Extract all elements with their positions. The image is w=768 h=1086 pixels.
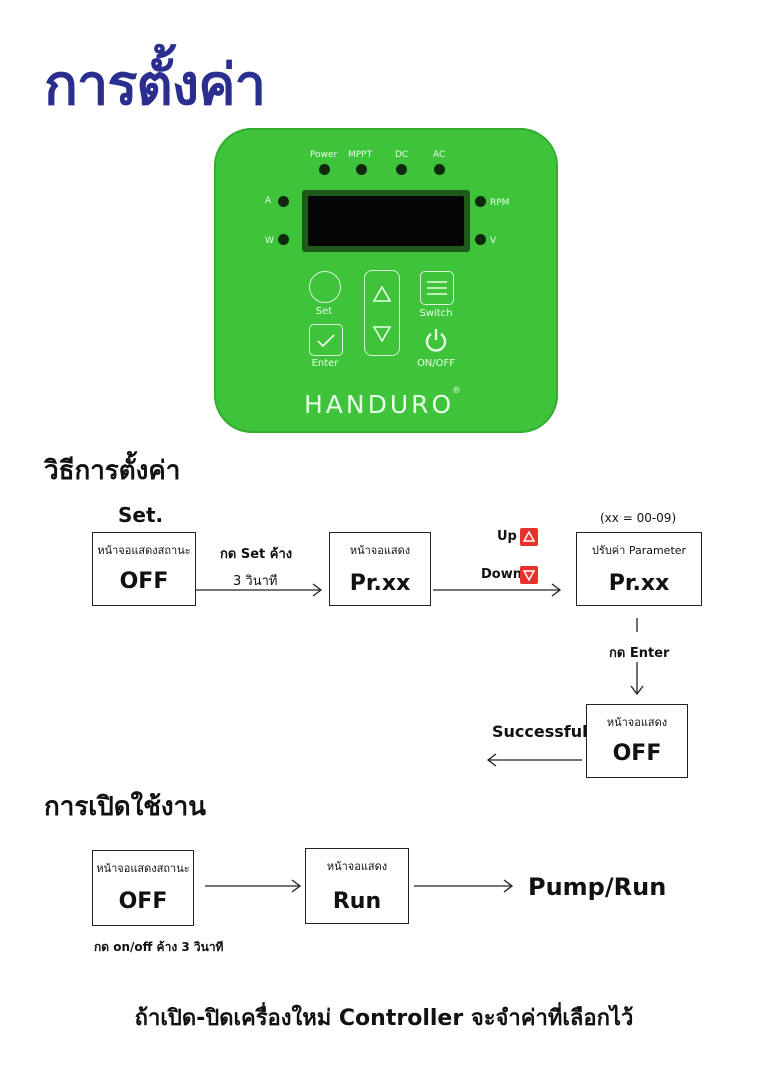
- box-caption: หน้าจอแสดง: [606, 716, 668, 729]
- led-label-mppt: MPPT: [348, 150, 373, 160]
- arrow-label-press-set: กด Set ค้าง: [220, 547, 293, 562]
- a-led-icon: [278, 196, 289, 207]
- box-caption: หน้าจอแสดงสถานะ: [96, 862, 190, 875]
- led-label-rpm: RPM: [490, 198, 510, 208]
- box-value: Pr.xx: [349, 571, 411, 596]
- box-caption: หน้าจอแสดงสถานะ: [97, 544, 191, 557]
- footer-note: ถ้าเปิด-ปิดเครื่องใหม่ Controller จะจำค่…: [134, 1006, 634, 1031]
- set-knob-icon[interactable]: [309, 271, 341, 303]
- status-box-off-2: หน้าจอแสดงสถานะ OFF: [92, 850, 194, 926]
- section-title-setup: วิธีการตั้งค่า: [44, 456, 181, 486]
- press-onoff-note: กด on/off ค้าง 3 วินาที: [94, 940, 224, 954]
- pump-run-label: Pump/Run: [528, 873, 667, 901]
- down-button-icon: [520, 566, 538, 584]
- enter-label: Enter: [311, 358, 339, 369]
- box-value: OFF: [612, 741, 662, 766]
- check-icon[interactable]: [309, 324, 343, 356]
- box-caption: หน้าจอแสดง: [326, 860, 388, 873]
- display-box-prxx: หน้าจอแสดง Pr.xx: [329, 532, 431, 606]
- box-caption: ปรับค่า Parameter: [591, 544, 687, 557]
- section-title-operation: การเปิดใช้งาน: [44, 792, 206, 822]
- w-led-icon: [278, 234, 289, 245]
- up-label: Up: [497, 529, 517, 544]
- switch-label: Switch: [419, 308, 453, 319]
- ac-led-icon: [434, 164, 445, 175]
- box-value: Run: [332, 889, 382, 914]
- arrow-label-3sec: 3 วินาที: [233, 574, 278, 589]
- onoff-label: ON/OFF: [416, 358, 456, 369]
- set-label: Set: [315, 306, 333, 317]
- up-down-key[interactable]: [364, 270, 400, 356]
- press-enter-label: กด Enter: [609, 646, 670, 661]
- range-note: (xx = 00-09): [600, 511, 677, 525]
- brand-logo: HANDURO: [304, 390, 455, 419]
- up-button-icon: [520, 528, 538, 546]
- set-label: Set.: [118, 503, 164, 527]
- box-caption: หน้าจอแสดง: [349, 544, 411, 557]
- led-label-dc: DC: [395, 150, 409, 160]
- lcd-display: [302, 190, 470, 252]
- page-title: การตั้งค่า: [44, 53, 266, 118]
- power-led-icon: [319, 164, 330, 175]
- up-triangle-icon: [372, 285, 392, 343]
- down-triangle-icon: [372, 326, 392, 343]
- box-value: OFF: [118, 889, 168, 914]
- rpm-led-icon: [475, 196, 486, 207]
- adjust-parameter-box: ปรับค่า Parameter Pr.xx: [576, 532, 702, 606]
- led-label-a: A: [265, 196, 272, 206]
- power-icon[interactable]: [422, 326, 450, 354]
- v-led-icon: [475, 234, 486, 245]
- led-label-ac: AC: [433, 150, 446, 160]
- result-box-off: หน้าจอแสดง OFF: [586, 704, 688, 778]
- dc-led-icon: [396, 164, 407, 175]
- led-label-w: W: [265, 236, 274, 246]
- successful-label: Successful: [492, 722, 588, 741]
- mppt-led-icon: [356, 164, 367, 175]
- box-value: Pr.xx: [608, 571, 670, 596]
- down-label: Down: [481, 567, 522, 582]
- registered-mark: ®: [452, 386, 461, 396]
- switch-icon[interactable]: [420, 271, 454, 305]
- display-box-run: หน้าจอแสดง Run: [305, 848, 409, 924]
- controller-panel: Power MPPT DC AC A W RPM V Set Switch En…: [214, 128, 558, 433]
- led-label-v: V: [490, 236, 497, 246]
- box-value: OFF: [119, 569, 169, 594]
- led-label-power: Power: [310, 150, 338, 160]
- status-box-off: หน้าจอแสดงสถานะ OFF: [92, 532, 196, 606]
